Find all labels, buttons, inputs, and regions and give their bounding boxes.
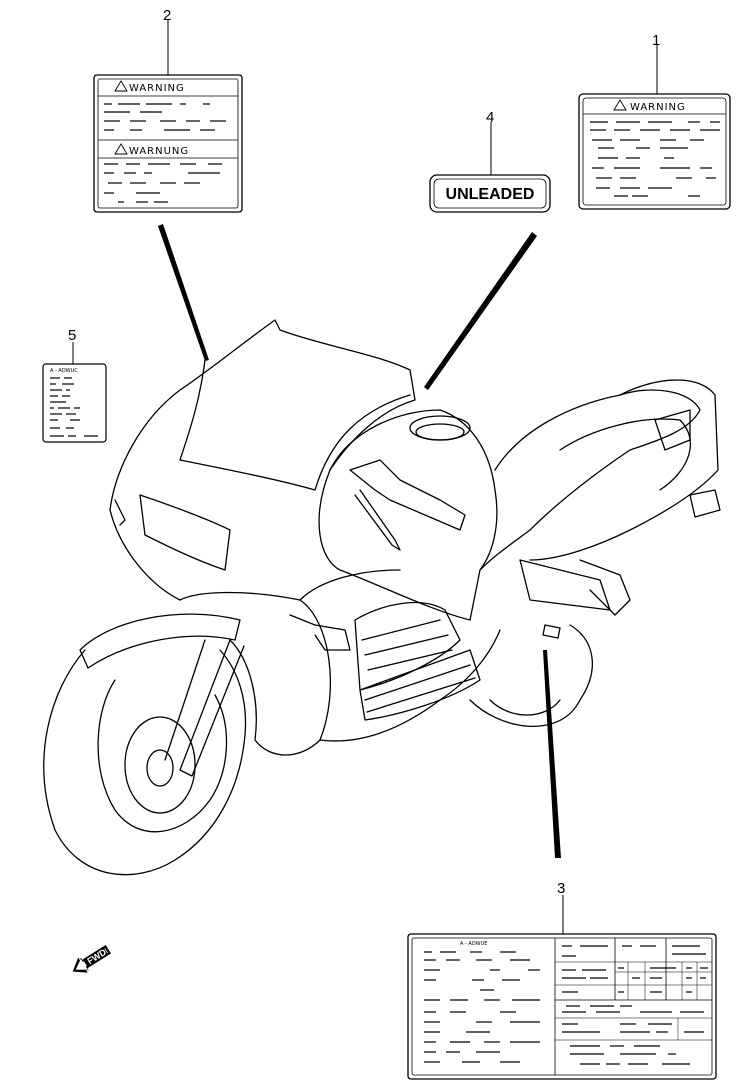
label-5-text-lines [50,377,98,437]
label-3-info-card: A - ADWUE [407,933,717,1080]
warning-triangle-icon [114,143,128,155]
pointer-4 [424,232,537,390]
callout-4: 4 [486,109,494,126]
fwd-arrow-icon: FWD [72,945,112,973]
warning-heading-de: WARNUNG [129,146,189,157]
callout-1: 1 [652,32,660,49]
label-4-unleaded: UNLEADED [429,174,551,213]
label-2-text-lines [104,103,226,203]
label-3-text-lines [424,945,708,1065]
pointer-3 [543,650,561,858]
leader-lines [72,20,658,935]
label-1-text-lines [590,121,720,197]
warning-heading-en: WARNING [129,83,185,94]
callout-3: 3 [557,880,565,897]
label-2-warning-card: WARNING WARNUNG [93,74,243,213]
warning-triangle-icon [114,80,128,92]
pointer-2 [158,224,209,361]
label-5-info-card: A - ADWUC [42,363,107,443]
callout-5: 5 [68,327,76,344]
motorcycle-drawing [43,319,721,876]
label-3-heading: A - ADWUE [460,941,487,947]
label-5-heading: A - ADWUC [50,368,78,374]
warning-triangle-icon [613,99,627,111]
warning-heading: WARNING [630,102,686,113]
callout-2: 2 [163,7,171,24]
label-1-warning-card: WARNING [578,93,731,210]
unleaded-text: UNLEADED [446,186,535,203]
